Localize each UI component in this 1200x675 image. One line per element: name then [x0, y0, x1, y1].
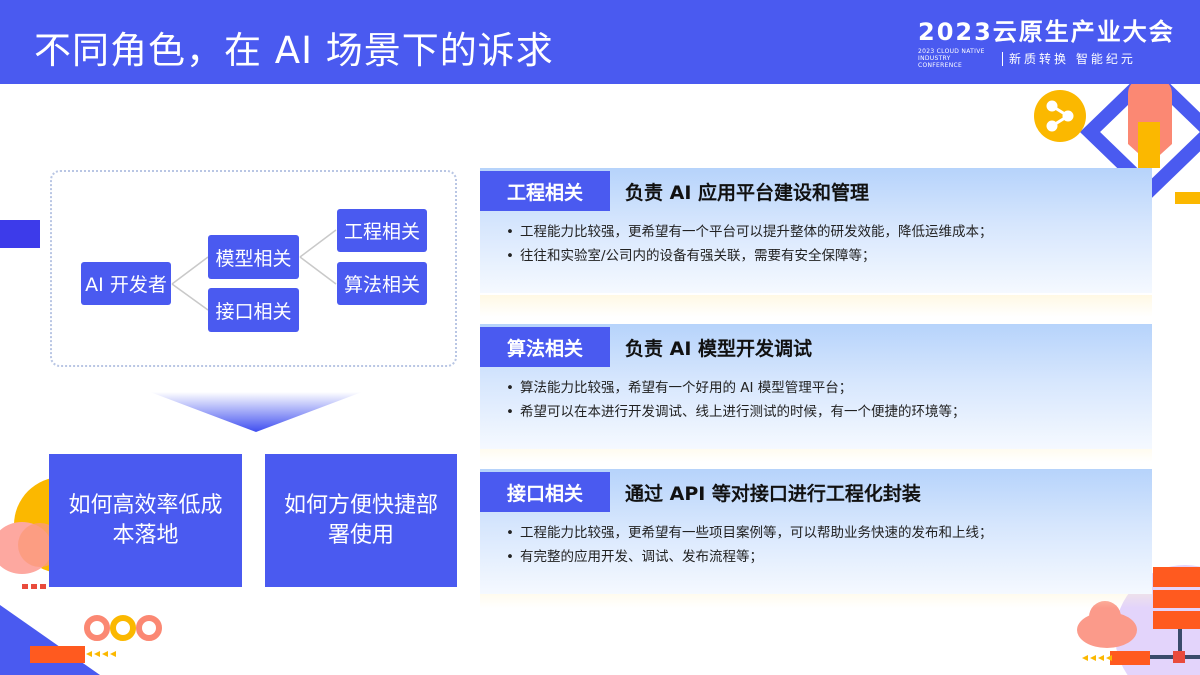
card-bullet-list: •工程能力比较强，更希望有一些项目案例等，可以帮助业务快速的发布和上线； •有完…: [506, 521, 993, 569]
connector-lines: [171, 229, 337, 311]
brand-title: 2023云原生产业大会: [918, 18, 1175, 46]
node-interface: 接口相关: [208, 288, 299, 332]
role-diagram: AI 开发者 模型相关 接口相关 工程相关 算法相关: [50, 170, 457, 367]
list-item: •工程能力比较强，更希望有一些项目案例等，可以帮助业务快速的发布和上线；: [506, 525, 993, 541]
arrow-down-icon: [150, 392, 362, 432]
card-tag: 工程相关: [480, 171, 610, 211]
node-algorithm: 算法相关: [337, 262, 427, 305]
question-card-deploy: 如何方便快捷部署使用: [265, 454, 457, 587]
header-bar: 不同角色，在 AI 场景下的诉求 2023云原生产业大会 2023 CLOUD …: [0, 0, 1200, 84]
node-model: 模型相关: [208, 235, 299, 279]
card-title: 负责 AI 应用平台建设和管理: [625, 182, 870, 204]
question-card-cost: 如何高效率低成本落地: [49, 454, 242, 587]
left-accent-bar: [0, 220, 40, 248]
card-glow: [480, 295, 1152, 317]
list-item: •工程能力比较强，更希望有一个平台可以提升整体的研发效能，降低运维成本；: [506, 224, 993, 240]
list-item: •希望可以在本进行开发调试、线上进行测试的时候，有一个便捷的环境等；: [506, 404, 966, 420]
brand-divider: [1002, 51, 1003, 66]
node-ai-developer: AI 开发者: [81, 262, 171, 305]
brand-english: 2023 CLOUD NATIVE INDUSTRY CONFERENCE: [918, 48, 985, 69]
card-tag: 接口相关: [480, 472, 610, 512]
card-bullet-list: •工程能力比较强，更希望有一个平台可以提升整体的研发效能，降低运维成本； •往往…: [506, 220, 993, 268]
list-item: •往往和实验室/公司内的设备有强关联，需要有安全保障等；: [506, 248, 876, 264]
role-card-interface: 接口相关 通过 API 等对接口进行工程化封装 •工程能力比较强，更希望有一些项…: [480, 469, 1152, 594]
list-item: •有完整的应用开发、调试、发布流程等；: [506, 549, 763, 565]
node-engineering: 工程相关: [337, 209, 427, 252]
role-card-algorithm: 算法相关 负责 AI 模型开发调试 •算法能力比较强，希望有一个好用的 AI 模…: [480, 324, 1152, 449]
card-title: 通过 API 等对接口进行工程化封装: [625, 483, 921, 505]
role-card-engineering: 工程相关 负责 AI 应用平台建设和管理 •工程能力比较强，更希望有一个平台可以…: [480, 168, 1152, 293]
conference-brand: 2023云原生产业大会 2023 CLOUD NATIVE INDUSTRY C…: [918, 18, 1175, 69]
card-title: 负责 AI 模型开发调试: [625, 338, 813, 360]
card-tag: 算法相关: [480, 327, 610, 367]
list-item: •算法能力比较强，希望有一个好用的 AI 模型管理平台；: [506, 380, 853, 396]
page-title: 不同角色，在 AI 场景下的诉求: [34, 29, 554, 72]
brand-slogan: 新质转换 智能纪元: [1009, 52, 1136, 66]
card-bullet-list: •算法能力比较强，希望有一个好用的 AI 模型管理平台； •希望可以在本进行开发…: [506, 376, 966, 424]
